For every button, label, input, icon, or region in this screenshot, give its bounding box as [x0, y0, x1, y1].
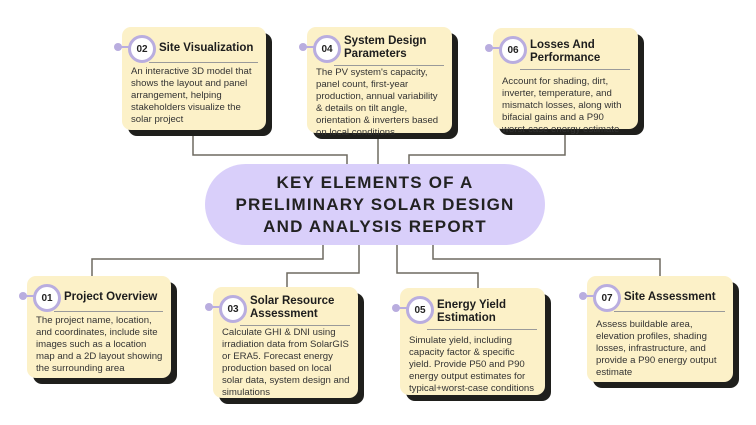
card-losses-and-performance: 06 Losses And Performance Account for sh… — [485, 28, 638, 135]
card-text: Assess buildable area, elevation profile… — [596, 319, 717, 378]
central-title-pill: KEY ELEMENTS OF A PRELIMINARY SOLAR DESI… — [205, 164, 545, 245]
card-project-overview: 01 Project Overview The project name, lo… — [19, 276, 171, 378]
connector-01 — [91, 245, 324, 276]
card-title: Energy Yield Estimation — [437, 299, 507, 324]
number-badge: 01 — [33, 284, 61, 312]
card-site-assessment: 07 Site Assessment Assess buildable area… — [579, 276, 733, 382]
card-text: Account for shading, dirt, inverter, tem… — [502, 76, 622, 135]
card-text: Simulate yield, including capacity facto… — [409, 335, 535, 394]
number-badge: 06 — [499, 36, 527, 64]
connector-06 — [408, 135, 566, 164]
connector-stem — [491, 47, 501, 49]
card-title: System Design Parameters — [344, 35, 427, 60]
card-title: Solar Resource Assessment — [250, 295, 335, 320]
card-energy-yield-estimation: 05 Energy Yield Estimation Simulate yiel… — [392, 288, 545, 395]
connector-stem — [585, 295, 595, 297]
connector-03 — [286, 245, 360, 287]
connector-dot — [114, 43, 122, 51]
card-text: An interactive 3D model that shows the l… — [131, 66, 252, 125]
central-title: KEY ELEMENTS OF A PRELIMINARY SOLAR DESI… — [235, 172, 515, 236]
connector-07 — [432, 245, 661, 276]
number-badge: 04 — [313, 35, 341, 63]
connector-dot — [205, 303, 213, 311]
card-title: Site Assessment — [624, 290, 716, 303]
card-site-visualization: 02 Site Visualization An interactive 3D … — [114, 27, 266, 130]
connector-dot — [299, 43, 307, 51]
card-title: Project Overview — [64, 290, 158, 303]
connector-stem — [120, 46, 130, 48]
connector-stem — [398, 307, 408, 309]
connector-02 — [192, 135, 348, 164]
card-system-design-parameters: 04 System Design Parameters The PV syste… — [299, 27, 452, 138]
connector-dot — [579, 292, 587, 300]
connector-stem — [305, 46, 315, 48]
connector-dot — [485, 44, 493, 52]
card-text: The project name, location, and coordina… — [36, 315, 163, 374]
number-badge: 03 — [219, 295, 247, 323]
number-badge: 05 — [406, 296, 434, 324]
connector-05 — [396, 245, 479, 288]
number-badge: 02 — [128, 35, 156, 63]
connector-stem — [211, 306, 221, 308]
card-title: Losses And Performance — [530, 39, 601, 64]
number-badge: 07 — [593, 284, 621, 312]
card-text: Calculate GHI & DNI using irradiation da… — [222, 327, 350, 398]
connector-stem — [25, 295, 35, 297]
card-solar-resource-assessment: 03 Solar Resource Assessment Calculate G… — [205, 287, 358, 398]
connector-dot — [19, 292, 27, 300]
card-text: The PV system's capacity, panel count, f… — [316, 67, 439, 138]
card-title: Site Visualization — [159, 41, 254, 54]
connector-dot — [392, 304, 400, 312]
